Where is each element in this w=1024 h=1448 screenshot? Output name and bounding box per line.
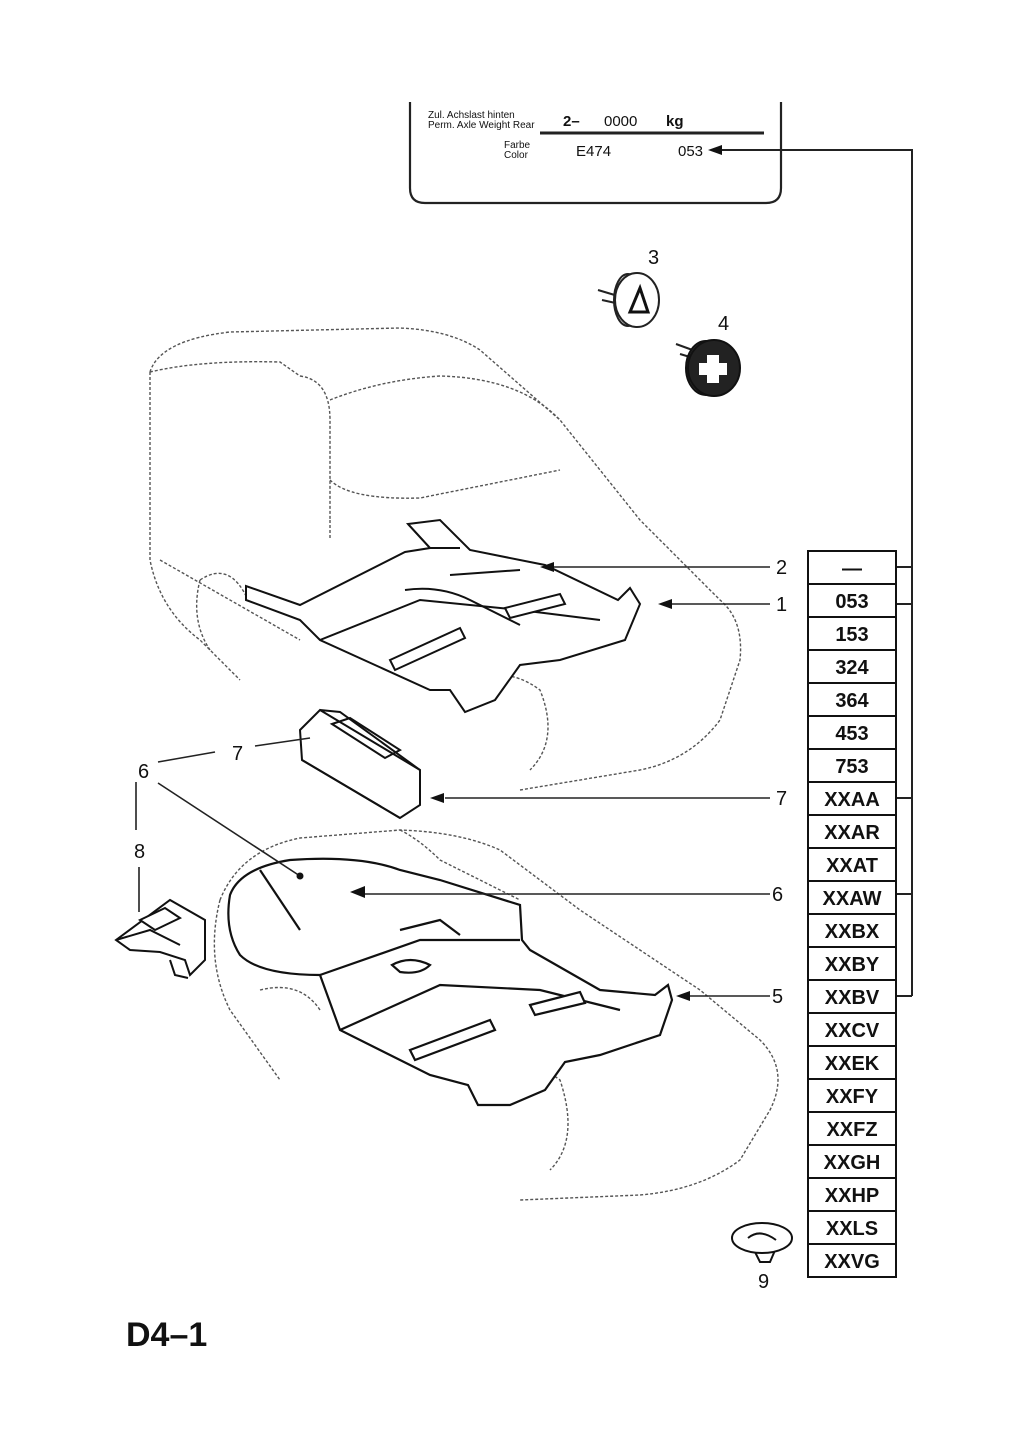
code-cell-text: 324 — [835, 657, 869, 679]
leader-arrow-2 — [540, 562, 554, 572]
cap-warning — [597, 272, 660, 328]
color-label-de: Farbe — [504, 140, 531, 151]
code-cell — [807, 1210, 897, 1245]
retaining-clip — [114, 898, 206, 979]
code-cell-text: 453 — [835, 723, 868, 745]
code-cell-text: XXCV — [825, 1020, 880, 1042]
code-cell — [807, 715, 897, 750]
code-cell-text: XXAW — [823, 888, 882, 910]
color-label-en: Color — [504, 150, 529, 161]
plate-connector — [722, 149, 913, 997]
code-cell — [807, 814, 897, 849]
first-aid-cross-icon — [699, 355, 727, 383]
code-cell — [807, 781, 897, 816]
axle-prefix: 2– — [563, 113, 580, 130]
code-cell-text: XXFY — [826, 1086, 879, 1108]
code-cell-text: XXEK — [825, 1053, 880, 1075]
leader-arrow-7 — [430, 793, 444, 803]
leader-lines-8 — [135, 782, 140, 912]
callout-6-left: 6 — [138, 761, 149, 783]
code-cell — [807, 1177, 897, 1212]
code-cell-text: XXHP — [825, 1185, 879, 1207]
callout-8: 8 — [134, 841, 145, 863]
axle-label-de: Zul. Achslast hinten — [428, 110, 515, 121]
code-cell — [807, 1078, 897, 1113]
callout-1: 1 — [776, 594, 787, 616]
code-cell-text: — — [842, 558, 862, 580]
warning-triangle-icon — [627, 283, 651, 314]
axle-label-en: Perm. Axle Weight Rear — [428, 120, 535, 131]
code-cell — [807, 913, 897, 948]
page-id: D4–1 — [126, 1316, 208, 1354]
callout-7-left: 7 — [232, 743, 243, 765]
callout-9: 9 — [758, 1271, 769, 1293]
leader-lines-7 — [157, 737, 770, 799]
callout-4: 4 — [718, 313, 729, 335]
upper-floor-mat — [245, 518, 642, 714]
code-cell — [807, 682, 897, 717]
axle-unit: kg — [666, 113, 684, 130]
code-cell-text: XXVG — [824, 1251, 880, 1273]
code-cell — [807, 1243, 897, 1278]
leader-dot-6 — [296, 872, 304, 880]
color-code: E474 — [576, 143, 611, 160]
leader-lines-upper — [548, 566, 770, 605]
code-cell-text: XXBY — [825, 954, 880, 976]
color-variant: 053 — [678, 143, 703, 160]
callout-3: 3 — [648, 247, 659, 269]
callout-7-right: 7 — [776, 788, 787, 810]
code-cell-text: 753 — [835, 756, 868, 778]
code-cell-text: XXBX — [825, 921, 880, 943]
code-cell — [807, 880, 897, 915]
code-cell-text: XXLS — [826, 1218, 878, 1240]
code-cell-text: 364 — [835, 690, 869, 712]
code-cell — [807, 1045, 897, 1080]
code-cell — [807, 946, 897, 981]
cap-first-aid — [675, 339, 741, 397]
callout-2: 2 — [776, 557, 787, 579]
storage-box — [298, 708, 421, 820]
code-cell-text: XXAT — [826, 855, 878, 877]
code-cell-text: XXAA — [824, 789, 880, 811]
floor-plug — [731, 1222, 793, 1263]
code-cell — [807, 1012, 897, 1047]
leader-arrow-6 — [350, 886, 365, 898]
code-cell-text: XXBV — [825, 987, 880, 1009]
code-cell-text: XXGH — [824, 1152, 881, 1174]
code-cell — [807, 1111, 897, 1146]
code-cell — [807, 979, 897, 1014]
callout-5: 5 — [772, 986, 783, 1008]
leader-arrow-1 — [658, 599, 672, 609]
upper-vehicle-outline — [149, 327, 742, 791]
lower-floor-mat — [227, 857, 674, 1107]
leader-arrow-5 — [676, 991, 690, 1001]
code-cell-text: 153 — [835, 624, 868, 646]
label-plate: Zul. Achslast hinten Perm. Axle Weight R… — [408, 102, 783, 205]
code-cell-text: XXFZ — [826, 1119, 877, 1141]
code-cell-text: 053 — [835, 591, 868, 613]
code-cell-text: XXAR — [824, 822, 880, 844]
axle-value: 0000 — [604, 113, 637, 130]
callout-6-right: 6 — [772, 884, 783, 906]
leader-lines-lower — [157, 782, 770, 997]
plate-arrow-head — [708, 145, 722, 155]
